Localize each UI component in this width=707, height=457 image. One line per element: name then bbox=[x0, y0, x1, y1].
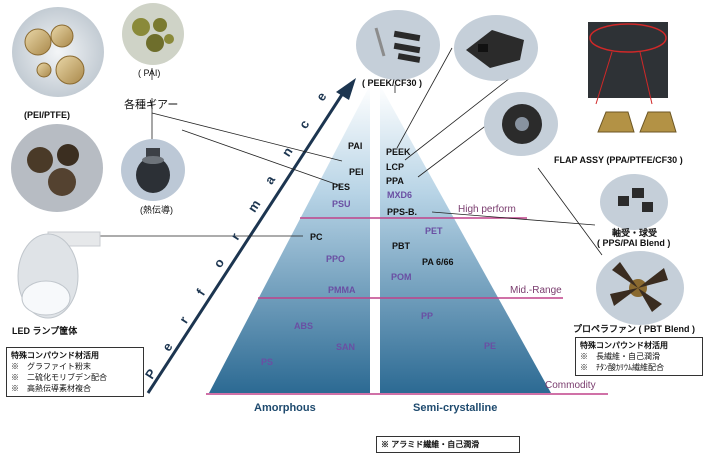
pai-gears-photo bbox=[122, 3, 184, 65]
bearing-parts-photo bbox=[600, 174, 668, 230]
amorphous-pyramid bbox=[209, 85, 370, 393]
band-label-high: High perform bbox=[458, 204, 516, 215]
polymer-ps: PS bbox=[261, 357, 273, 367]
band-label-commodity: Commodity bbox=[545, 380, 596, 391]
black-gears-photo bbox=[11, 124, 103, 212]
left-box-item: ※ グラファイト粉末 bbox=[11, 362, 91, 371]
amorphous-polymer-labels: PAI PEI PES PSU PC PPO PMMA ABS SAN PS bbox=[261, 141, 364, 367]
polymer-pp: PP bbox=[421, 311, 433, 321]
band-label-mid: Mid.-Range bbox=[510, 285, 562, 296]
performance-letter: e bbox=[313, 89, 330, 103]
polymer-abs: ABS bbox=[294, 321, 313, 331]
heat-conductive-part-photo bbox=[121, 139, 185, 201]
right-box-item: ※ 長繊維・自己潤滑 bbox=[580, 352, 660, 361]
polymer-pa-6-66: PA 6/66 bbox=[422, 257, 454, 267]
category-semi-crystalline: Semi-crystalline bbox=[413, 402, 498, 414]
semi-crystalline-pyramid bbox=[380, 85, 551, 393]
polymer-lcp: LCP bbox=[386, 162, 404, 172]
bushing-part-photo bbox=[484, 92, 558, 156]
bottom-box-text: ※ アラミド繊維・自己潤滑 bbox=[381, 440, 480, 449]
right-box-item: ※ ﾁﾀﾝ酸ｶﾘｳﾑ繊維配合 bbox=[580, 363, 664, 372]
performance-arrow bbox=[146, 78, 356, 394]
caption-propeller: プロペラファン ( PBT Blend ) bbox=[573, 324, 695, 334]
left-box-item: ※ 高熱伝導素材複合 bbox=[11, 384, 91, 393]
caption-bearing-sub: ( PPS/PAI Blend ) bbox=[597, 238, 671, 248]
caption-flap: FLAP ASSY (PPA/PTFE/CF30 ) bbox=[554, 155, 683, 165]
performance-letter: a bbox=[262, 172, 279, 187]
polymer-pet: PET bbox=[425, 226, 443, 236]
caption-heat: (熱伝導) bbox=[140, 205, 173, 215]
left-box-item: ※ 二硫化モリブデン配合 bbox=[11, 373, 107, 382]
flap-assy-photo bbox=[588, 22, 677, 142]
caption-bearing: 軸受・球受 bbox=[612, 228, 658, 238]
polymer-mxd6: MXD6 bbox=[387, 190, 412, 200]
performance-letter: r bbox=[227, 230, 242, 242]
caption-pai: ( PAI) bbox=[138, 68, 161, 78]
polymer-pbt: PBT bbox=[392, 241, 411, 251]
polymer-pes: PES bbox=[332, 182, 350, 192]
caption-pei-ptfe: (PEI/PTFE) bbox=[24, 110, 71, 120]
performance-letter: n bbox=[279, 144, 296, 159]
peek-cf30-pins-photo bbox=[356, 10, 440, 80]
category-amorphous: Amorphous bbox=[254, 402, 316, 414]
left-compound-box: 特殊コンパウンド材活用 ※ グラファイト粉末 ※ 二硫化モリブデン配合 ※ 高熱… bbox=[6, 347, 144, 397]
caption-led: LED ランプ筐体 bbox=[12, 326, 78, 336]
caption-peek-cf30: ( PEEK/CF30 ) bbox=[362, 78, 423, 88]
polymer-pei: PEI bbox=[349, 167, 364, 177]
polymer-pai: PAI bbox=[348, 141, 362, 151]
performance-letter: c bbox=[296, 117, 313, 131]
polymer-pc: PC bbox=[310, 232, 323, 242]
polymer-psu: PSU bbox=[332, 199, 351, 209]
caption-gears: 各種ギアー bbox=[124, 99, 179, 111]
performance-letter: f bbox=[193, 286, 208, 298]
performance-letter: o bbox=[210, 256, 227, 271]
pei-ptfe-gears-photo bbox=[12, 7, 104, 97]
polymer-peek: PEEK bbox=[386, 147, 411, 157]
polymer-san: SAN bbox=[336, 342, 355, 352]
led-lamp-housing-photo bbox=[17, 231, 101, 319]
polymer-pe: PE bbox=[484, 341, 496, 351]
left-box-title: 特殊コンパウンド材活用 bbox=[11, 351, 99, 360]
black-block-part-photo bbox=[454, 15, 538, 81]
performance-letter: m bbox=[245, 197, 264, 215]
right-compound-box: 特殊コンパウンド材活用 ※ 長繊維・自己潤滑 ※ ﾁﾀﾝ酸ｶﾘｳﾑ繊維配合 bbox=[575, 337, 703, 376]
bottom-aramid-box: ※ アラミド繊維・自己潤滑 bbox=[376, 436, 520, 453]
polymer-pps-b-: PPS-B. bbox=[387, 207, 417, 217]
polymer-ppo: PPO bbox=[326, 254, 345, 264]
polymer-pom: POM bbox=[391, 272, 412, 282]
polymer-ppa: PPA bbox=[386, 176, 404, 186]
right-box-title: 特殊コンパウンド材活用 bbox=[580, 341, 668, 350]
propeller-fan-photo bbox=[596, 251, 684, 325]
performance-letter: r bbox=[176, 314, 191, 326]
polymer-pmma: PMMA bbox=[328, 285, 356, 295]
